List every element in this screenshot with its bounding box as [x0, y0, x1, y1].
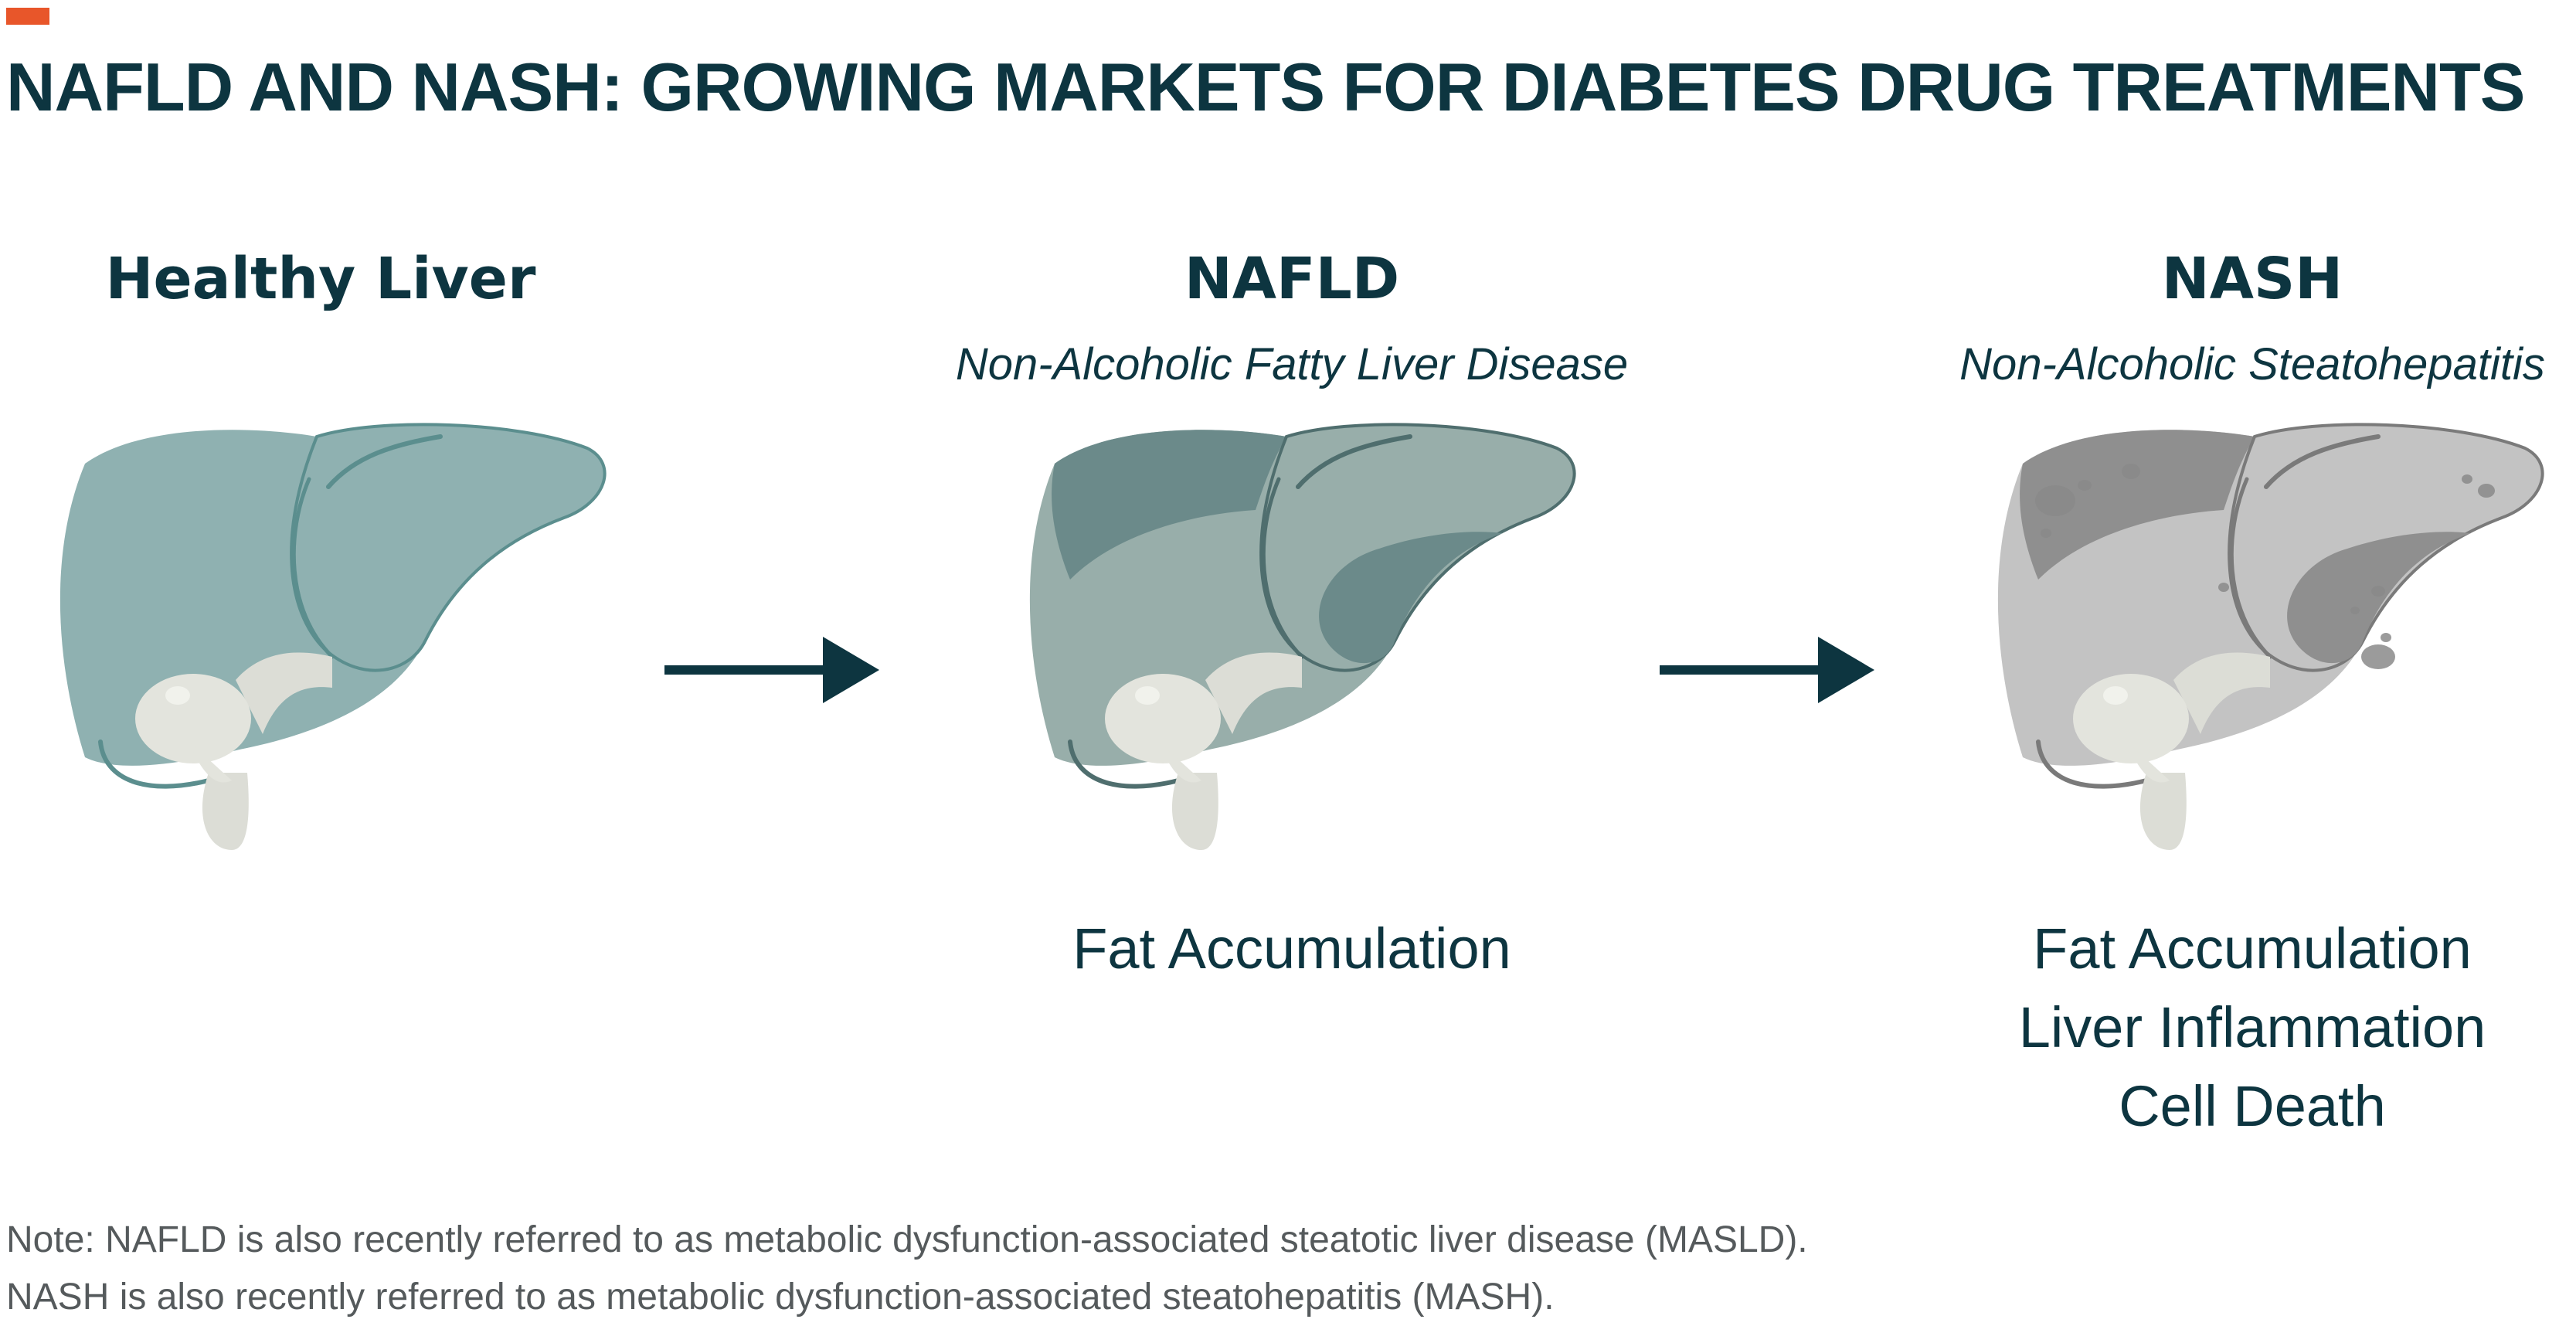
fatty-liver-icon — [1029, 423, 1576, 850]
liver-left-lobe — [290, 423, 607, 672]
finding-item: Fat Accumulation — [2033, 916, 2472, 981]
liver-contour-line — [291, 477, 335, 659]
inflamed-liver-icon — [1997, 423, 2544, 850]
bile-duct — [236, 652, 332, 734]
cell-death-spot — [2078, 480, 2092, 491]
stage-title-nash: NASH — [2161, 246, 2343, 312]
fat-deposit — [2287, 532, 2471, 664]
finding-item: Fat Accumulation — [1072, 916, 1511, 981]
finding-item: Cell Death — [2119, 1074, 2386, 1138]
gallbladder — [2073, 674, 2189, 763]
page-title: NAFLD AND NASH: GROWING MARKETS FOR DIAB… — [6, 49, 2525, 125]
bile-duct — [1205, 652, 1302, 734]
findings-list-nash: Fat Accumulation Liver Inflammation Cell… — [2019, 910, 2486, 1146]
gallbladder — [1105, 674, 1221, 763]
cell-death-spot — [2371, 586, 2385, 597]
cell-death-spot — [2122, 464, 2140, 479]
bile-duct — [1171, 773, 1218, 850]
liver-contour-line — [98, 740, 211, 789]
bile-duct — [2173, 652, 2270, 734]
liver-contour-line — [2264, 434, 2381, 489]
stage-title-nafld: NAFLD — [1184, 246, 1400, 312]
bile-duct — [202, 773, 249, 850]
liver-contour-line — [1068, 740, 1181, 789]
findings-list-nafld: Fat Accumulation — [1072, 910, 1511, 988]
liver-contour-line — [2036, 740, 2149, 789]
right-arrow-icon — [664, 637, 879, 703]
gallbladder-highlight — [1135, 686, 1160, 705]
gallbladder — [189, 742, 232, 783]
cell-death-spot — [2478, 484, 2495, 498]
cell-death-spot — [2218, 583, 2229, 592]
stage-subtitle-nafld: Non-Alcoholic Fatty Liver Disease — [955, 339, 1629, 389]
fat-deposit — [1319, 532, 1503, 664]
accent-bar — [6, 8, 49, 25]
fat-deposit — [1052, 430, 1286, 580]
footnote-line: NASH is also recently referred to as met… — [6, 1277, 1555, 1318]
arrow-head — [1818, 637, 1874, 703]
finding-item: Liver Inflammation — [2018, 995, 2486, 1059]
footnote: Note: NAFLD is also recently referred to… — [6, 1212, 1808, 1326]
bile-duct — [2139, 773, 2187, 850]
gallbladder — [1159, 742, 1201, 783]
gallbladder — [135, 674, 251, 763]
liver-contour-line — [326, 434, 443, 489]
liver-contour-line — [1261, 477, 1304, 659]
footnote-line: Note: NAFLD is also recently referred to… — [6, 1219, 1808, 1260]
gallbladder-highlight — [165, 686, 190, 705]
cell-death-spot — [2041, 529, 2051, 538]
cell-death-spot — [2361, 644, 2395, 669]
fat-deposit — [2020, 430, 2255, 580]
healthy-liver-icon — [59, 423, 607, 850]
liver-contour-line — [1296, 434, 1412, 489]
cell-death-spot — [2462, 474, 2472, 484]
liver-contour-line — [2229, 477, 2272, 659]
gallbladder — [2127, 742, 2170, 783]
cell-death-spot — [2035, 485, 2075, 516]
gallbladder-highlight — [2103, 686, 2128, 705]
arrow-head — [823, 637, 879, 703]
right-arrow-icon — [1660, 637, 1874, 703]
stage-title-healthy: Healthy Liver — [105, 246, 536, 312]
cell-death-spot — [2381, 633, 2391, 642]
stage-subtitle-nash: Non-Alcoholic Steatohepatitis — [1959, 339, 2545, 389]
cell-death-spot — [2350, 607, 2360, 614]
